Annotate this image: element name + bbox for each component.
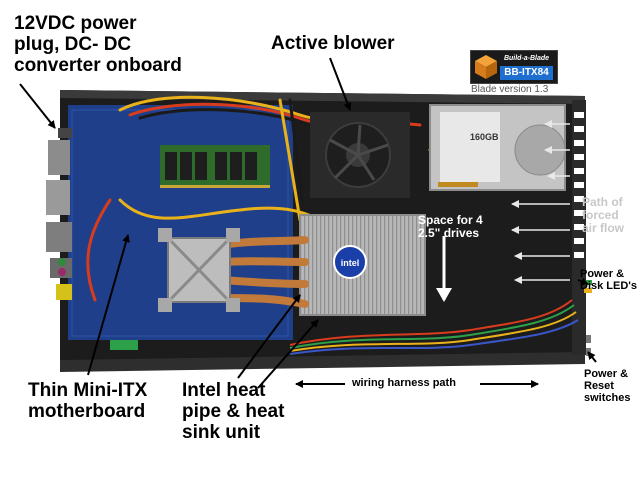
callout-arrows [19, 57, 597, 389]
switches-label: Power & Reset switches [584, 368, 631, 405]
vent-slots [574, 112, 584, 258]
blower-label: Active blower [271, 33, 395, 54]
rear-io-ports [46, 140, 72, 300]
heatsink-label: Intel heat pipe & heat sink unit [182, 380, 285, 443]
wiring-label: wiring harness path [352, 377, 456, 389]
model-badge: BB-ITX84 [500, 66, 553, 80]
power-plug-label: 12VDC power plug, DC- DC converter onboa… [14, 13, 182, 76]
ram-module [160, 145, 270, 188]
motherboard-label: Thin Mini-ITX motherboard [28, 380, 148, 422]
cube-icon [475, 55, 497, 79]
brand-tagline: Build-a-Blade [503, 55, 550, 62]
blade-version-label: Blade version 1.3 [471, 84, 549, 95]
led-label: Power & Disk LED's [580, 268, 638, 293]
airflow-label: Path of forced air flow [582, 195, 625, 236]
intel-badge: intel [341, 258, 360, 268]
brand-logo: Build-a-Blade BB-ITX84 [470, 50, 558, 84]
heat-sink [299, 214, 426, 316]
blower-fan [310, 112, 410, 198]
hdd-capacity-label: 160GB [470, 132, 499, 142]
power-plug [58, 128, 72, 138]
airflow-arrows [511, 120, 570, 284]
green-connector [110, 340, 138, 350]
hard-drive [429, 104, 566, 191]
front-panel-wires [289, 299, 579, 355]
motherboard [68, 105, 293, 340]
cpu-cooler-plate [158, 228, 240, 312]
drive-space-label: Space for 4 2.5" drives [418, 213, 483, 241]
